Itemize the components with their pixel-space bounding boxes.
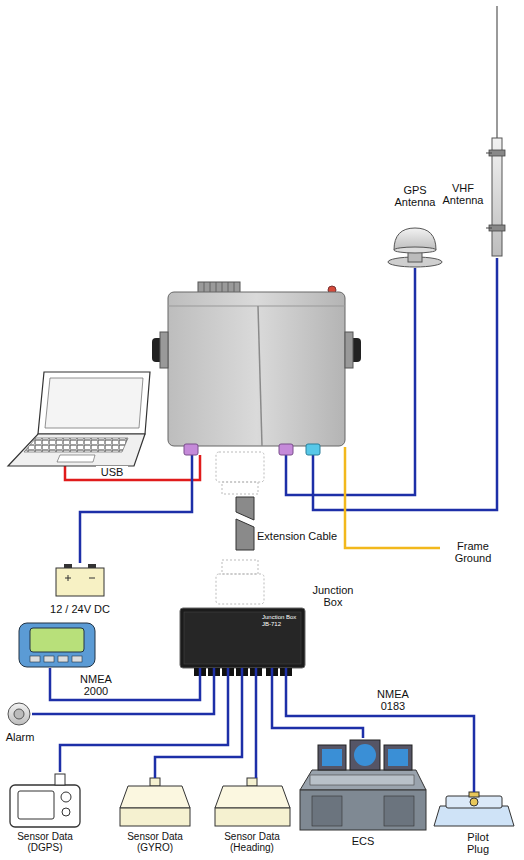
signal-label: NMEA 0183 (372, 688, 414, 712)
device-caption: GPS Antenna (390, 184, 440, 208)
vhf-antenna: VHF Antenna (486, 8, 508, 258)
device-caption: ECS (333, 835, 393, 847)
sensor-unit: Sensor Data (DGPS) (8, 772, 82, 829)
junction-box (180, 608, 305, 676)
signal-cable (155, 668, 242, 778)
signal-cable (286, 668, 474, 792)
ground-wire (345, 447, 440, 548)
extension-cable (236, 497, 254, 550)
heading-unit (215, 778, 290, 826)
device-caption: Junction Box (308, 584, 358, 608)
transponder (152, 282, 361, 455)
display-unit (19, 623, 95, 667)
junction-box: Junction BoxJunction Box JB-712 (180, 608, 305, 668)
device-marking: Junction Box JB-712 (262, 614, 300, 628)
ecs-console (300, 740, 426, 830)
laptop (8, 372, 150, 466)
sensor-unit: Sensor Data (Heading) (213, 778, 293, 828)
display-unit: NMEA 2000 (18, 622, 96, 668)
vhf-antenna (486, 6, 505, 256)
wire-label: Extension Cable (256, 530, 338, 542)
device-caption: Alarm (0, 731, 40, 743)
gyro-unit (120, 778, 190, 826)
device-caption: Sensor Data (DGPS) (12, 831, 78, 853)
alarm-bell: Alarm (6, 702, 32, 726)
gps-antenna: GPS Antenna (385, 226, 445, 268)
device-caption: Sensor Data (GYRO) (122, 831, 188, 853)
battery: 12 / 24V DC (55, 563, 105, 597)
device-caption: Pilot Plug (456, 831, 500, 855)
device-caption: NMEA 2000 (76, 673, 116, 697)
signal-cable (50, 668, 200, 700)
alarm-bell (8, 703, 30, 725)
dgps-unit (10, 774, 80, 827)
wire-label: USB (96, 466, 128, 478)
sensor-unit: Sensor Data (GYRO) (118, 778, 192, 828)
extension-cable (216, 452, 264, 604)
device-caption: 12 / 24V DC (30, 603, 130, 615)
device-caption: VHF Antenna (440, 182, 486, 206)
gps-antenna (388, 228, 442, 267)
wire-label: Frame Ground (446, 540, 500, 564)
pilot-plug: Pilot Plug (432, 792, 515, 828)
ecs-console: ECS (298, 738, 428, 832)
signal-cable (255, 668, 258, 778)
battery (56, 564, 104, 596)
pilot-plug (434, 792, 514, 826)
power-wire (80, 455, 192, 563)
signal-cable (32, 668, 214, 714)
device-caption: Sensor Data (Heading) (219, 831, 285, 853)
